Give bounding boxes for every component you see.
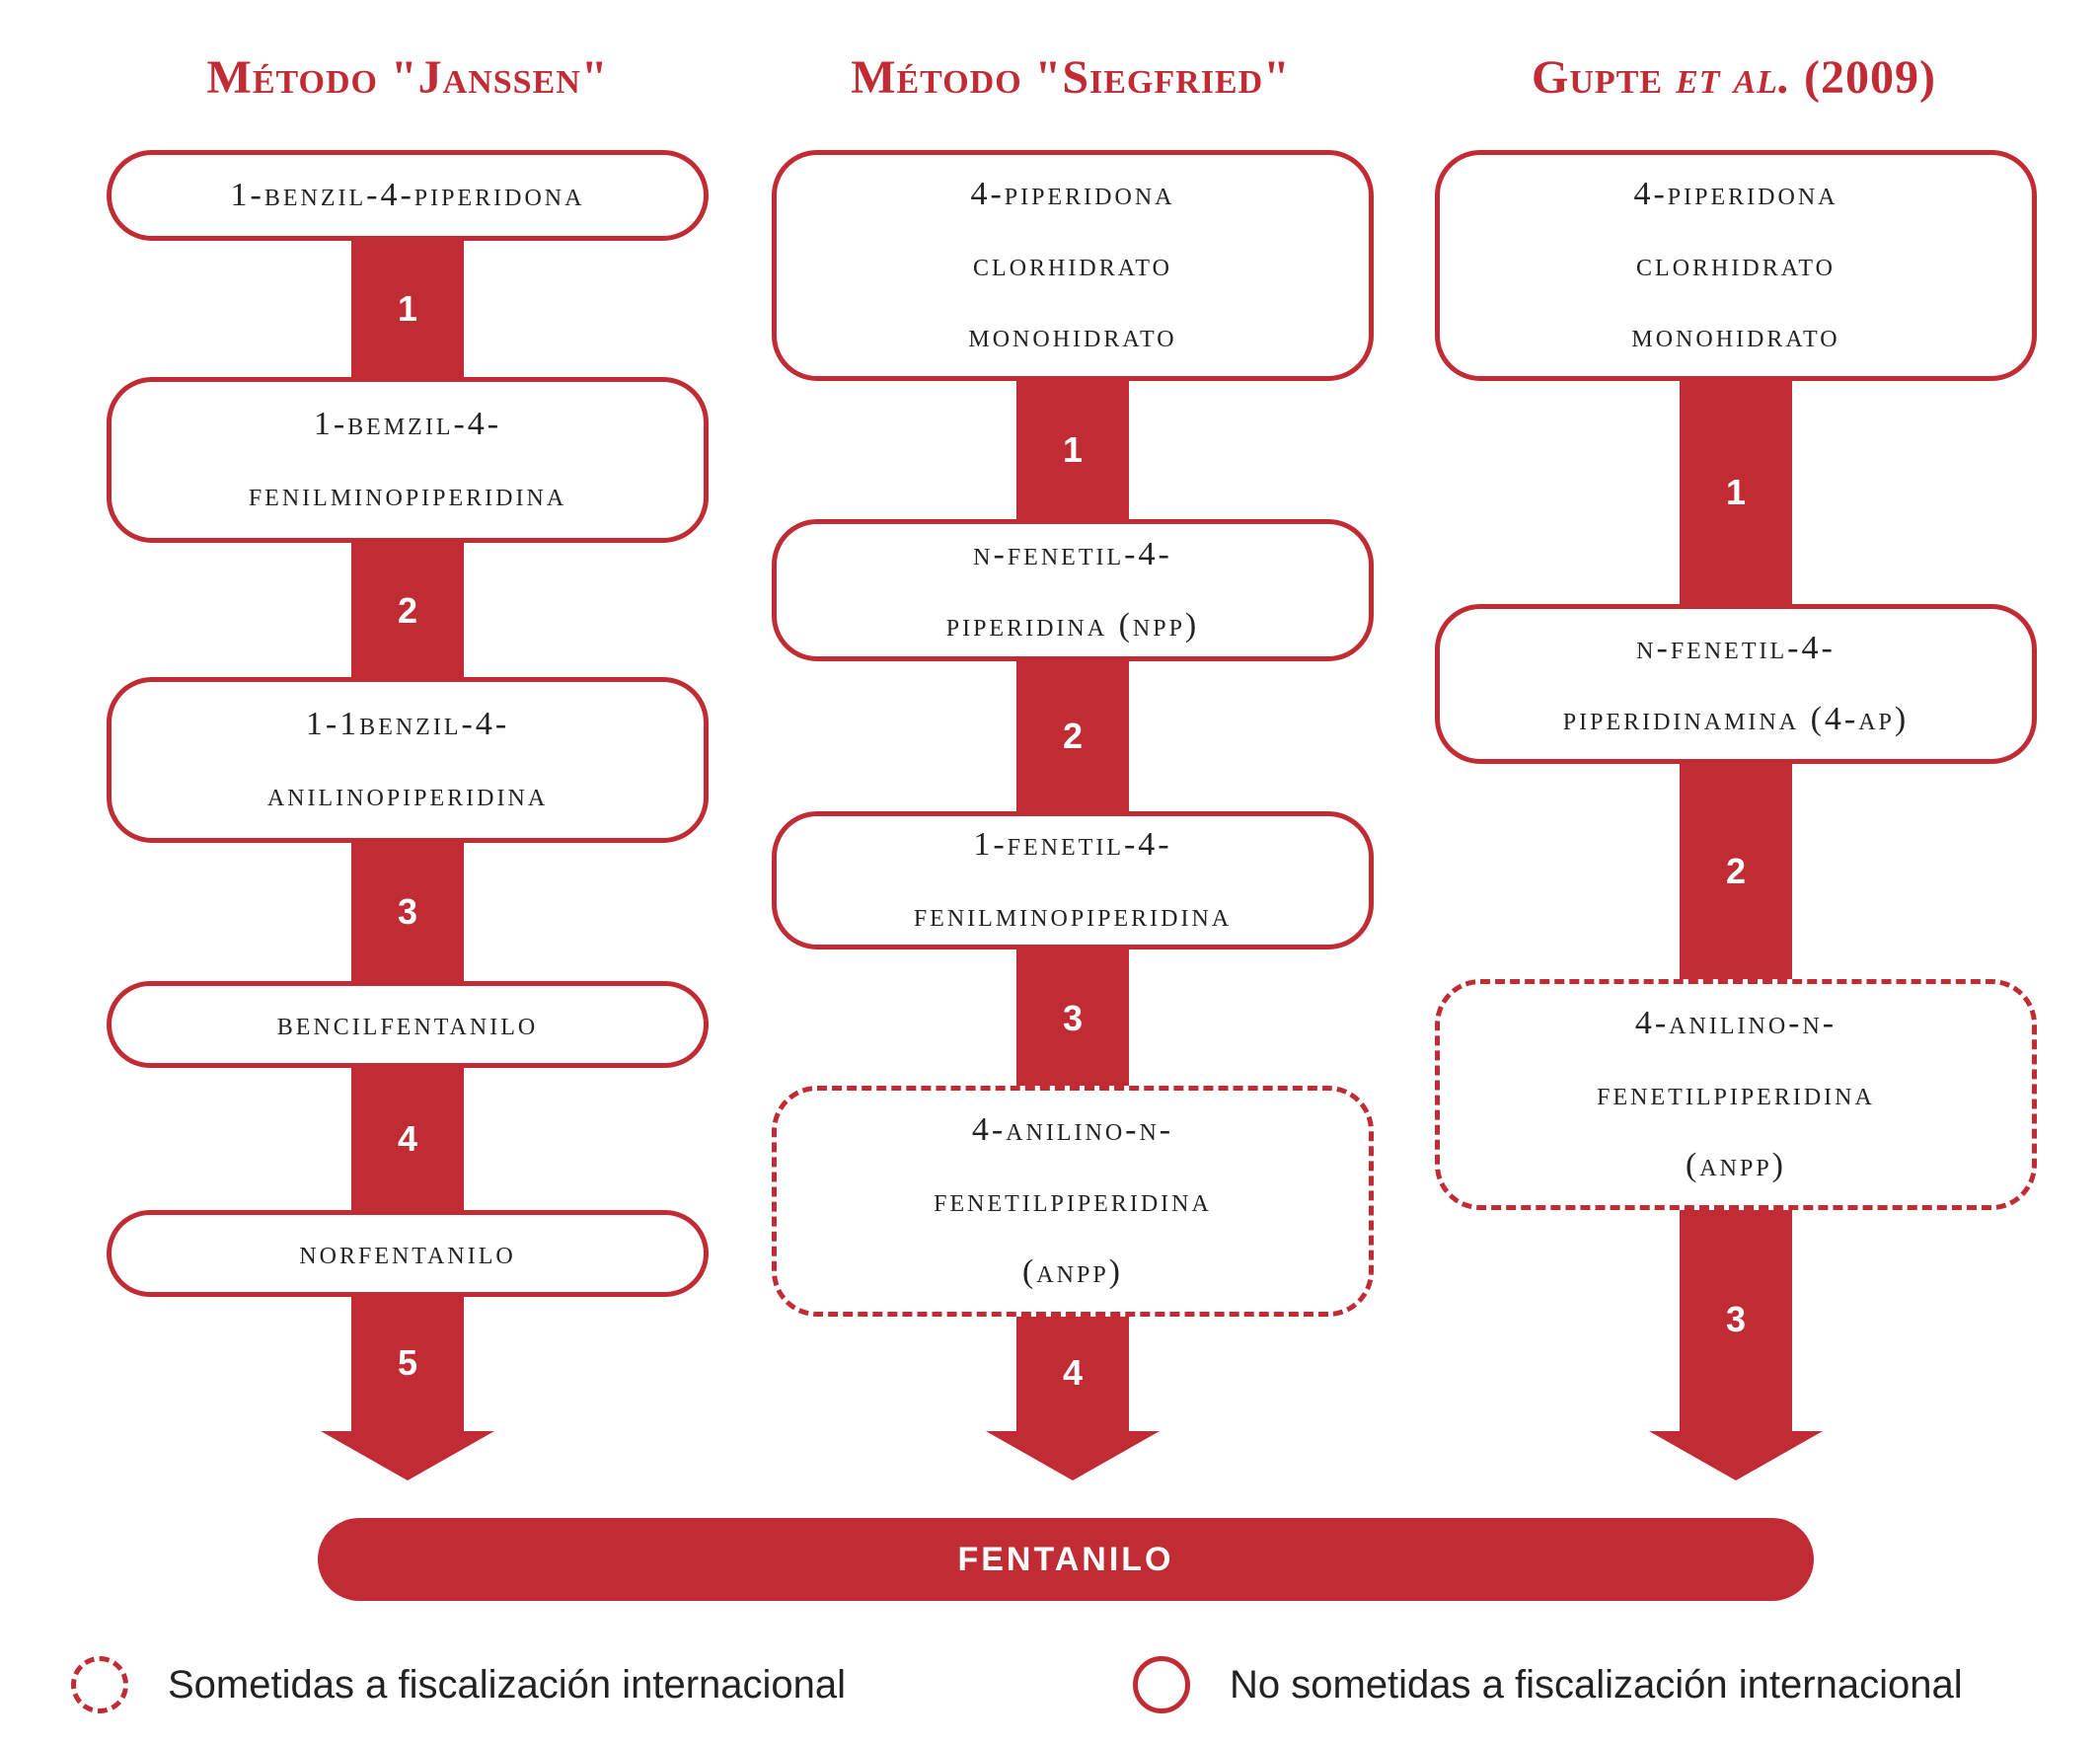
step-number: 1 (1062, 429, 1084, 470)
arrow-shaft: 4 (1016, 1313, 1129, 1433)
compound-node: 1-FENETIL-4- FENILMINOPIPERIDINA (772, 811, 1374, 949)
step-number: 2 (397, 590, 418, 631)
arrow-shaft: 3 (351, 839, 464, 985)
controlled-compound-node: 4-ANILINO-N- FENETILPIPERIDINA (ANPP) (772, 1086, 1374, 1317)
compound-label: 1-BEMZIL-4- FENILMINOPIPERIDINA (248, 406, 567, 513)
heading-gupte: Gupte et al. (2009) (1435, 38, 2033, 116)
step-number: 5 (397, 1342, 418, 1383)
arrow-shaft: 3 (1680, 1206, 1792, 1433)
arrow-shaft: 2 (1680, 760, 1792, 983)
compound-label: 1-BENZIL-4-PIPERIDONA (230, 177, 585, 213)
heading-gupte-italic: et al. (1676, 50, 1791, 104)
arrow-head (321, 1431, 494, 1480)
arrow-shaft: 5 (351, 1293, 464, 1433)
arrow-shaft: 2 (351, 539, 464, 683)
arrow-shaft: 4 (351, 1064, 464, 1214)
step-number: 3 (1725, 1299, 1747, 1339)
step-number: 1 (1725, 472, 1747, 512)
compound-label: 4-ANILINO-N- FENETILPIPERIDINA (ANPP) (934, 1111, 1212, 1290)
arrow-shaft: 1 (1016, 377, 1129, 523)
controlled-compound-node: 4-ANILINO-N- FENETILPIPERIDINA (ANPP) (1435, 979, 2037, 1210)
compound-label: BENCILFENTANILO (276, 1006, 539, 1042)
arrow-head (1649, 1431, 1823, 1480)
compound-node: 4-PIPERIDONA CLORHIDRATO MONOHIDRATO (1435, 150, 2037, 381)
compound-label: N-FENETIL-4- PIPERIDINA (NPP) (945, 536, 1200, 644)
step-number: 2 (1062, 716, 1084, 756)
compound-label: NORFENTANILO (299, 1235, 516, 1271)
product-label: FENTANILO (957, 1540, 1174, 1578)
arrow-shaft: 2 (1016, 657, 1129, 815)
compound-label: 4-ANILINO-N- FENETILPIPERIDINA (ANPP) (1597, 1005, 1875, 1183)
solid-circle-icon (1133, 1656, 1190, 1713)
compound-node: 1-1BENZIL-4- ANILINOPIPERIDINA (107, 677, 709, 843)
heading-gupte-tail: (2009) (1803, 50, 1936, 104)
heading-janssen: Método "Janssen" (206, 50, 609, 104)
compound-label: 1-1BENZIL-4- ANILINOPIPERIDINA (266, 706, 549, 813)
heading-gupte-main: Gupte (1532, 50, 1664, 104)
step-number: 3 (397, 891, 418, 932)
compound-node: NORFENTANILO (107, 1210, 709, 1297)
arrow-head (986, 1431, 1160, 1480)
product-bar: FENTANILO (318, 1518, 1814, 1601)
compound-node: 1-BEMZIL-4- FENILMINOPIPERIDINA (107, 377, 709, 543)
arrow-shaft: 3 (1016, 946, 1129, 1092)
compound-node: 4-PIPERIDONA CLORHIDRATO MONOHIDRATO (772, 150, 1374, 381)
step-number: 4 (1062, 1352, 1084, 1393)
compound-node: N-FENETIL-4- PIPERIDINAMINA (4-AP) (1435, 604, 2037, 764)
legend-controlled-label: Sometidas a fiscalización internacional (168, 1662, 847, 1707)
arrow-shaft: 1 (351, 237, 464, 381)
legend-not-controlled-label: No sometidas a fiscalización internacion… (1230, 1662, 1963, 1707)
dashed-circle-icon (71, 1656, 128, 1713)
compound-label: 4-PIPERIDONA CLORHIDRATO MONOHIDRATO (1631, 176, 1840, 354)
step-number: 2 (1725, 851, 1747, 891)
legend-controlled: Sometidas a fiscalización internacional (71, 1650, 846, 1719)
compound-node: N-FENETIL-4- PIPERIDINA (NPP) (772, 519, 1374, 661)
arrow-shaft: 1 (1680, 377, 1792, 608)
compound-label: N-FENETIL-4- PIPERIDINAMINA (4-AP) (1562, 630, 1910, 737)
step-number: 3 (1062, 998, 1084, 1038)
compound-label: 4-PIPERIDONA CLORHIDRATO MONOHIDRATO (968, 176, 1177, 354)
legend-not-controlled: No sometidas a fiscalización internacion… (1133, 1650, 1963, 1719)
compound-node: 1-BENZIL-4-PIPERIDONA (107, 150, 709, 241)
compound-label: 1-FENETIL-4- FENILMINOPIPERIDINA (913, 826, 1233, 934)
step-number: 4 (397, 1118, 418, 1159)
step-number: 1 (397, 288, 418, 329)
compound-node: BENCILFENTANILO (107, 981, 709, 1068)
heading-siegfried: Método "Siegfried" (851, 50, 1291, 104)
